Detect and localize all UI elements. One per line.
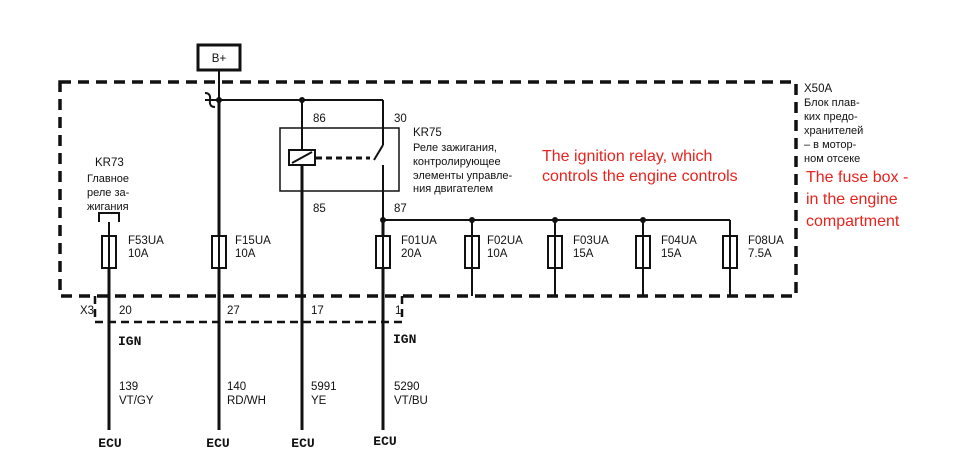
relay-kr73-desc-line: Главное — [87, 173, 129, 185]
fuse-rating: 10A — [235, 248, 256, 260]
fuse-id: F04UA — [661, 235, 697, 247]
battery-supply-label: B+ — [212, 53, 227, 65]
fusebox-annotation: in the engine — [806, 191, 898, 208]
fuse-id: F08UA — [748, 235, 784, 247]
connector-pin: 20 — [119, 305, 132, 317]
ecu-label: ECU — [373, 434, 396, 449]
wire-number: 139 — [119, 381, 138, 393]
wire-color: VT/BU — [394, 395, 428, 407]
relay-kr75-desc-line: элементы управле- — [413, 170, 512, 182]
ign-label: IGN — [118, 334, 141, 349]
fuse-rating: 10A — [128, 248, 149, 260]
fuse-rating: 15A — [661, 248, 682, 260]
relay-kr73-desc-line: жигания — [87, 201, 129, 213]
connector-pin: 1 — [395, 305, 401, 317]
connector-x3-outline — [93, 296, 404, 324]
fusebox-desc-line: ких предо- — [804, 111, 858, 123]
relay-annotation: The ignition relay, which — [542, 148, 712, 165]
relay-kr73-bracket — [98, 212, 120, 222]
fuse-rating: 20A — [401, 248, 422, 260]
wire-hook-symbol — [204, 92, 216, 108]
relay-kr75-desc-line: контролирующее — [413, 156, 501, 168]
ign-label: IGN — [393, 332, 416, 347]
wire-color: VT/GY — [119, 395, 154, 407]
relay-pin-86: 86 — [313, 113, 326, 125]
connector-x3-id: X3 — [80, 305, 94, 317]
fusebox-desc-line: ном отсеке — [804, 153, 860, 165]
fusebox-desc-line: – в мотор- — [804, 139, 857, 151]
wire-color: YE — [311, 395, 327, 407]
fuse-id: F15UA — [235, 235, 271, 247]
fuse-rating: 15A — [573, 248, 594, 260]
fusebox-desc-line: Блок плав- — [804, 97, 860, 109]
relay-kr75-id: KR75 — [413, 127, 442, 139]
wire-number: 5290 — [394, 381, 420, 393]
relay-pin-85: 85 — [313, 203, 326, 215]
relay-pin-30: 30 — [394, 113, 407, 125]
wire-color: RD/WH — [227, 395, 266, 407]
relay-annotation: controls the engine controls — [542, 168, 738, 185]
ecu-label: ECU — [206, 436, 229, 451]
fuse-id: F03UA — [573, 235, 609, 247]
fusebox-annotation: compartment — [806, 213, 900, 230]
fuse-id: F01UA — [401, 235, 437, 247]
relay-kr75-desc-line: ния двигателем — [413, 183, 493, 195]
relay-kr73-desc-line: реле за- — [87, 187, 130, 199]
fuse-rating: 7.5A — [748, 248, 772, 260]
ecu-label: ECU — [291, 436, 314, 451]
wire-number: 5991 — [311, 381, 337, 393]
connector-pin: 17 — [311, 305, 324, 317]
fuse-id: F02UA — [487, 235, 523, 247]
fusebox-annotation: The fuse box - — [806, 169, 908, 186]
wire-number: 140 — [227, 381, 246, 393]
fuse-rating: 10A — [487, 248, 508, 260]
fusebox-outline — [58, 80, 798, 298]
ecu-label: ECU — [98, 436, 121, 451]
relay-switch-contact — [373, 144, 384, 161]
connector-pin: 27 — [227, 305, 240, 317]
fuse-id: F53UA — [128, 235, 164, 247]
relay-pin-87: 87 — [394, 203, 407, 215]
fusebox-desc-line: хранителей — [804, 125, 863, 137]
relay-kr75-desc-line: Реле зажигания, — [413, 142, 497, 154]
relay-coil-slash — [291, 151, 313, 164]
relay-kr73-id: KR73 — [95, 157, 124, 169]
fusebox-id: X50A — [804, 83, 832, 95]
